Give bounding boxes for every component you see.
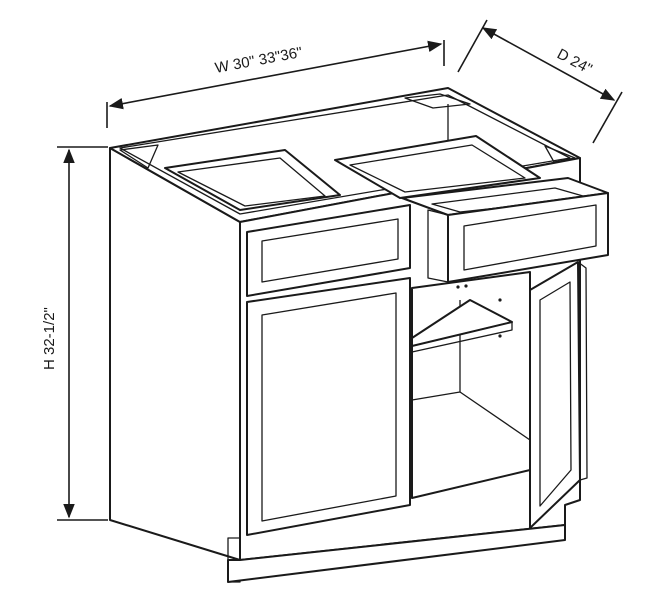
- left-drawer-box-inner: [177, 157, 326, 207]
- right-door-edge: [577, 261, 588, 481]
- shelf-pin: [498, 298, 502, 302]
- depth-label: D 24": [554, 46, 595, 78]
- cabinet: [109, 87, 609, 583]
- left-door: [246, 277, 411, 536]
- left-drawer-front: [246, 204, 411, 297]
- depth-ext-front: [592, 91, 623, 144]
- left-drawer-box-top: [164, 149, 341, 211]
- width-arrow: [108, 40, 443, 110]
- left-drawer-panel: [261, 218, 399, 283]
- front-left-brace: [119, 144, 159, 169]
- shelf-pin: [464, 284, 468, 288]
- cabinet-top-inner-edge: [119, 94, 571, 215]
- right-drawer-box-inner: [349, 144, 526, 193]
- shelf-pin: [456, 285, 460, 289]
- depth-arrow: [481, 27, 616, 101]
- pulled-drawer-side: [427, 209, 449, 283]
- height-dimension: H 32-1/2": [41, 146, 108, 521]
- right-drawer-panel: [463, 204, 597, 271]
- depth-ext-back: [457, 19, 488, 73]
- left-door-panel: [261, 292, 397, 522]
- shelf-edge: [411, 321, 513, 353]
- shelf-pin: [498, 334, 502, 338]
- right-door-panel: [539, 281, 572, 507]
- height-label: H 32-1/2": [41, 307, 58, 370]
- toe-kick: [227, 524, 566, 583]
- back-corner-bracket: [404, 93, 471, 109]
